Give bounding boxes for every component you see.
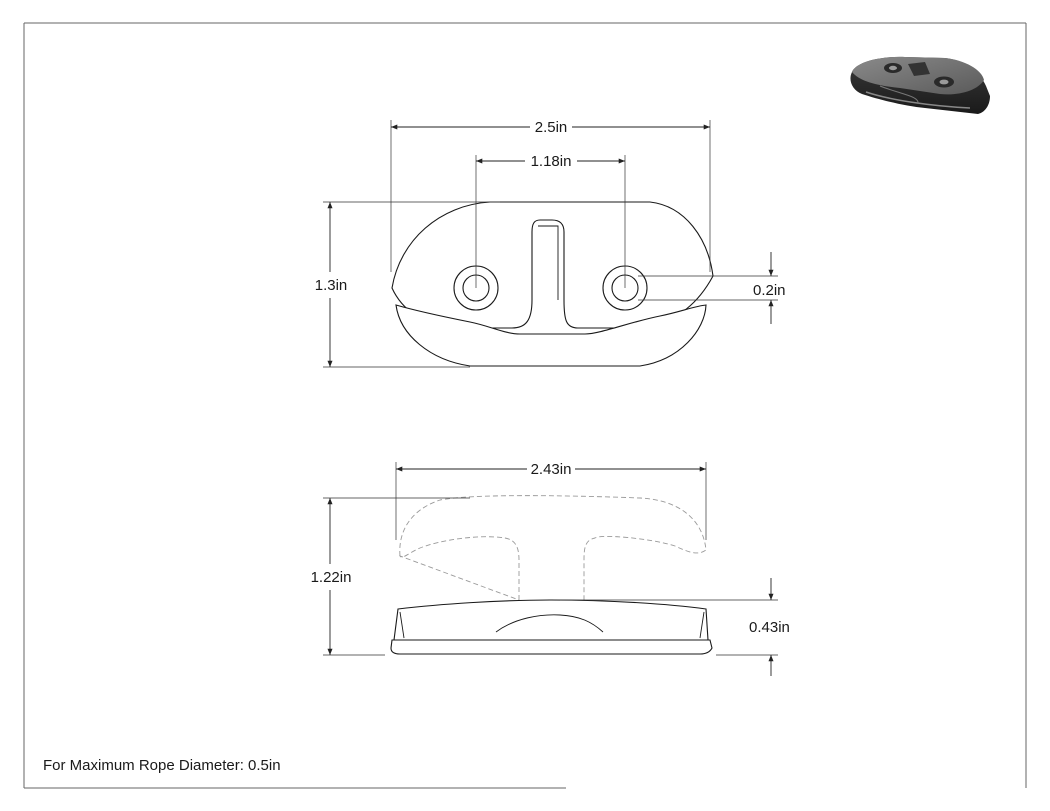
- dim-hole-spacing: 1.18in: [475, 153, 626, 288]
- dim-label-side-height: 1.22in: [311, 569, 352, 586]
- dim-top-height: 1.3in: [315, 201, 500, 368]
- dim-label-top-width: 2.5in: [535, 119, 568, 136]
- top-view: [391, 201, 714, 367]
- side-view: [390, 495, 713, 655]
- dim-label-hole-diameter: 0.2in: [753, 282, 786, 299]
- dim-label-side-width: 2.43in: [531, 461, 572, 478]
- dim-top-width: 2.5in: [390, 119, 711, 272]
- dim-label-top-height: 1.3in: [315, 277, 348, 294]
- dim-hole-diameter: 0.2in: [638, 252, 786, 324]
- dim-side-height: 1.22in: [311, 497, 470, 656]
- dim-base-height: 0.43in: [560, 578, 790, 676]
- dim-label-base-height: 0.43in: [749, 619, 790, 636]
- dim-label-hole-spacing: 1.18in: [531, 153, 572, 170]
- dim-side-width: 2.43in: [395, 461, 707, 540]
- rope-diameter-note: For Maximum Rope Diameter: 0.5in: [43, 757, 281, 774]
- isometric-view: [850, 56, 990, 114]
- drawing-frame: [23, 22, 1027, 789]
